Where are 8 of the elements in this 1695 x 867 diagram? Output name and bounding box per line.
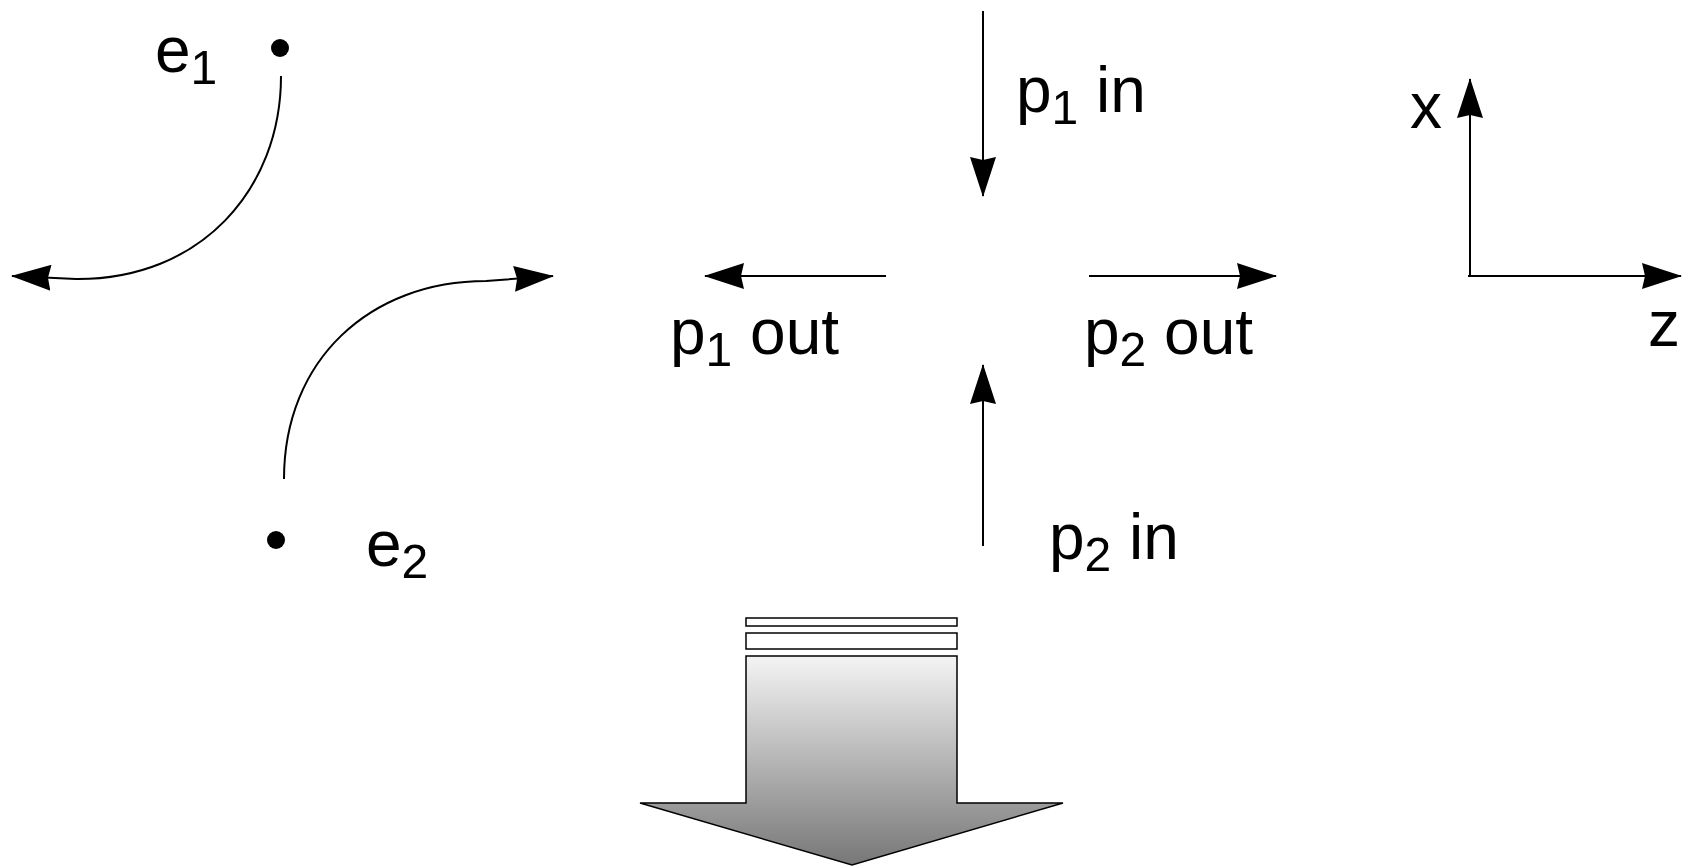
particle-label: e$_{1}$ [155, 18, 218, 92]
particle-label: p$_{2}$ out [1084, 300, 1254, 374]
particle-label: e$_{2}$ [366, 512, 429, 586]
axis-label: x [1410, 74, 1442, 138]
particle-label: p$_{1}$ in [1016, 58, 1146, 132]
axis-label: z [1648, 292, 1680, 356]
particle-label: p$_{1}$ out [670, 300, 840, 374]
particle-label: p$_{2}$ in [1049, 505, 1179, 579]
